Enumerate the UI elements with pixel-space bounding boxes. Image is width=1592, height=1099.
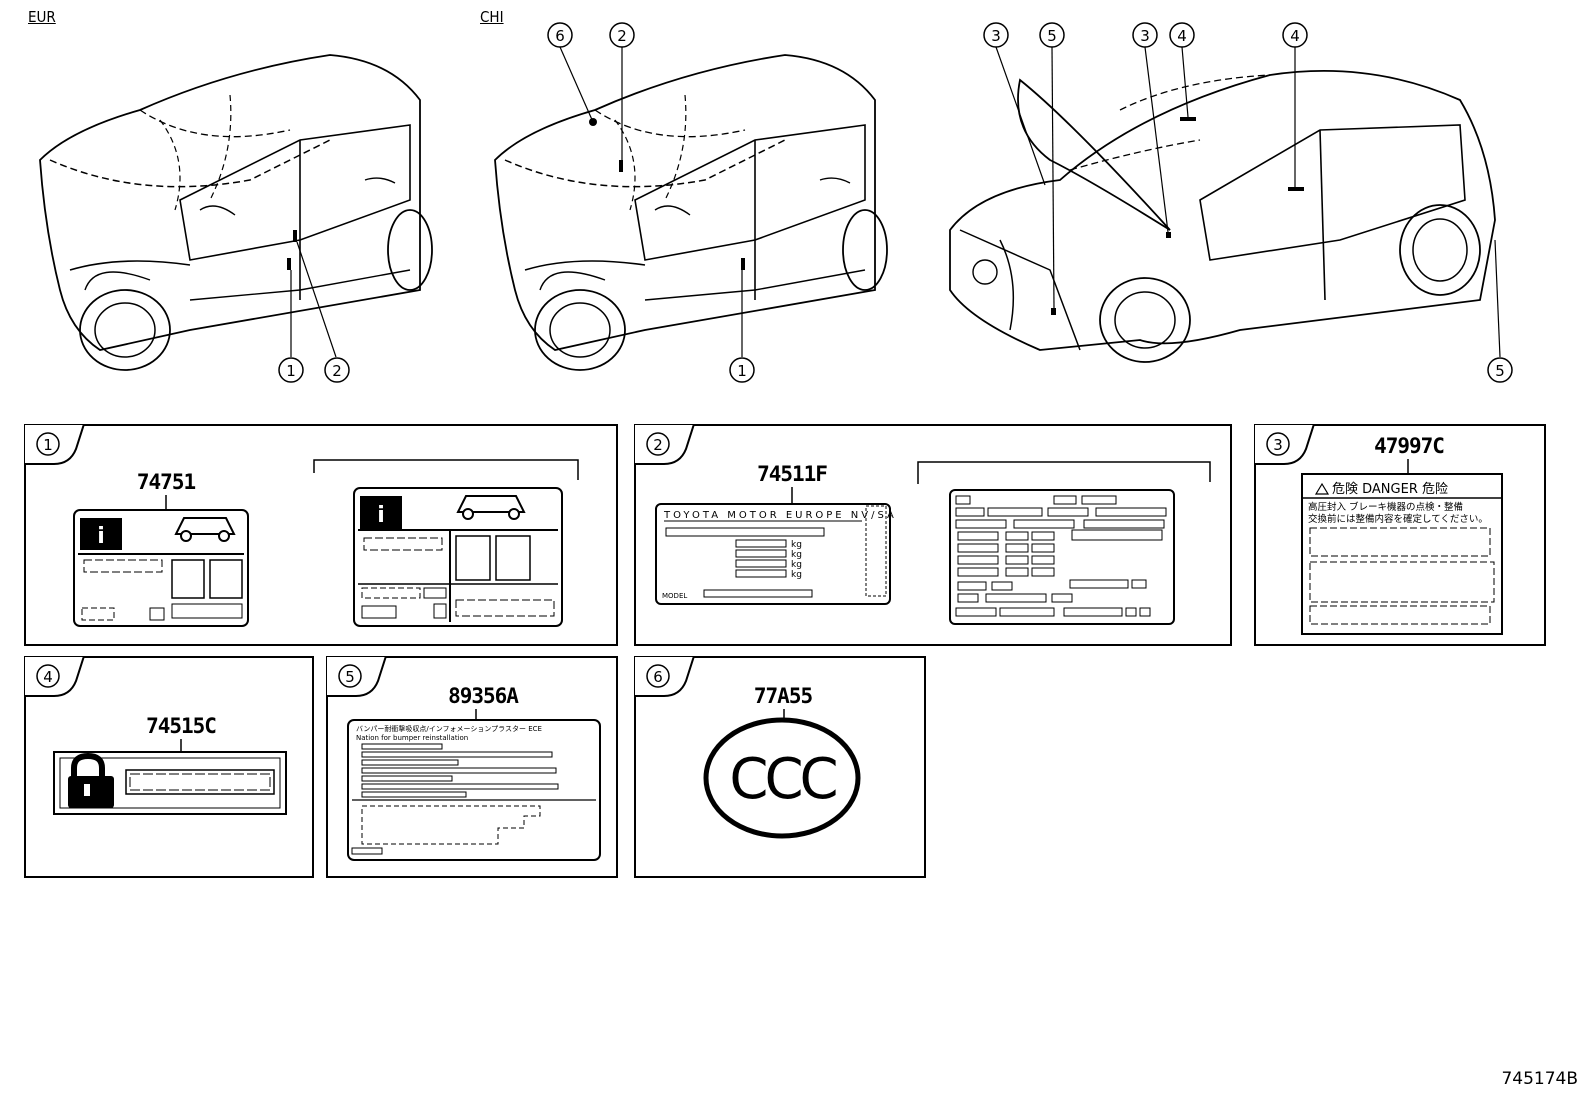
- svg-text:i: i: [377, 503, 385, 528]
- region-label-chi: CHI: [480, 8, 504, 26]
- panel-2-part-number: 74511F: [757, 462, 828, 486]
- callout-5-b: 5: [1495, 362, 1505, 380]
- callout-3-b: 3: [1140, 27, 1150, 45]
- callout-4-b: 4: [1290, 27, 1300, 45]
- panel-6-part-number: 77A55: [753, 684, 813, 708]
- panel-3: 3 47997C 危険 DANGER 危险 高圧封入 ブレーキ機器の点検・整備 …: [1254, 424, 1546, 646]
- danger-line-2: 交換前には整備内容を確定してください。: [1308, 513, 1488, 525]
- callout-2-eur: 2: [332, 362, 342, 380]
- panel-6-number: 6: [653, 668, 663, 686]
- bumper-line-1: バンパー耐衝撃吸収点/インフォメーションプラスター ECE: [356, 724, 542, 733]
- panel-6: 6 77A55 CCC: [634, 656, 926, 878]
- panel-2-number: 2: [653, 436, 663, 454]
- figure-number: 745174B: [1501, 1069, 1578, 1089]
- panel-4-part-number: 74515C: [146, 714, 217, 738]
- bumper-line-2: Nation for bumper reinstallation: [356, 734, 468, 742]
- unit-kg-4: kg: [791, 570, 802, 580]
- danger-header: 危険 DANGER 危险: [1332, 482, 1448, 497]
- panel-1: 1 74751 i i: [24, 424, 618, 646]
- panel-1-part-number: 74751: [136, 470, 196, 494]
- callout-3-a: 3: [991, 27, 1001, 45]
- panel-3-part-number: 47997C: [1374, 434, 1445, 458]
- callout-1-eur: 1: [286, 362, 296, 380]
- unit-kg-2: kg: [791, 550, 802, 560]
- plate-text: TOYOTA MOTOR EUROPE NV/SA: [663, 510, 897, 521]
- callout-2-chi: 2: [617, 27, 627, 45]
- region-label-eur: EUR: [28, 8, 56, 26]
- callout-1-chi: 1: [737, 362, 747, 380]
- callout-4-a: 4: [1177, 27, 1187, 45]
- padlock-icon: [68, 752, 114, 808]
- panel-4-number: 4: [43, 668, 53, 686]
- panel-2: 2 74511F TOYOTA MOTOR EUROPE NV/SA kg kg…: [634, 424, 1232, 646]
- panel-1-number: 1: [43, 436, 53, 454]
- panel-5: 5 89356A バンパー耐衝撃吸収点/インフォメーションプラスター ECE N…: [326, 656, 618, 878]
- vehicle-illustrations: 1 2 6 2 1 3: [39, 22, 1513, 383]
- callout-6-chi: 6: [555, 27, 565, 45]
- panel-5-number: 5: [345, 668, 355, 686]
- panel-4: 4 74515C: [24, 656, 314, 878]
- unit-kg-3: kg: [791, 560, 802, 570]
- svg-text:i: i: [97, 524, 105, 549]
- plate-model-label: MODEL: [662, 592, 687, 600]
- ccc-mark-text: CCC: [729, 747, 836, 812]
- panel-3-number: 3: [1273, 436, 1283, 454]
- panel-5-part-number: 89356A: [448, 684, 519, 708]
- danger-line-1: 高圧封入 ブレーキ機器の点検・整備: [1308, 501, 1463, 513]
- unit-kg-1: kg: [791, 540, 802, 550]
- callout-5-a: 5: [1047, 27, 1057, 45]
- ccc-mark-ellipse: [703, 717, 861, 839]
